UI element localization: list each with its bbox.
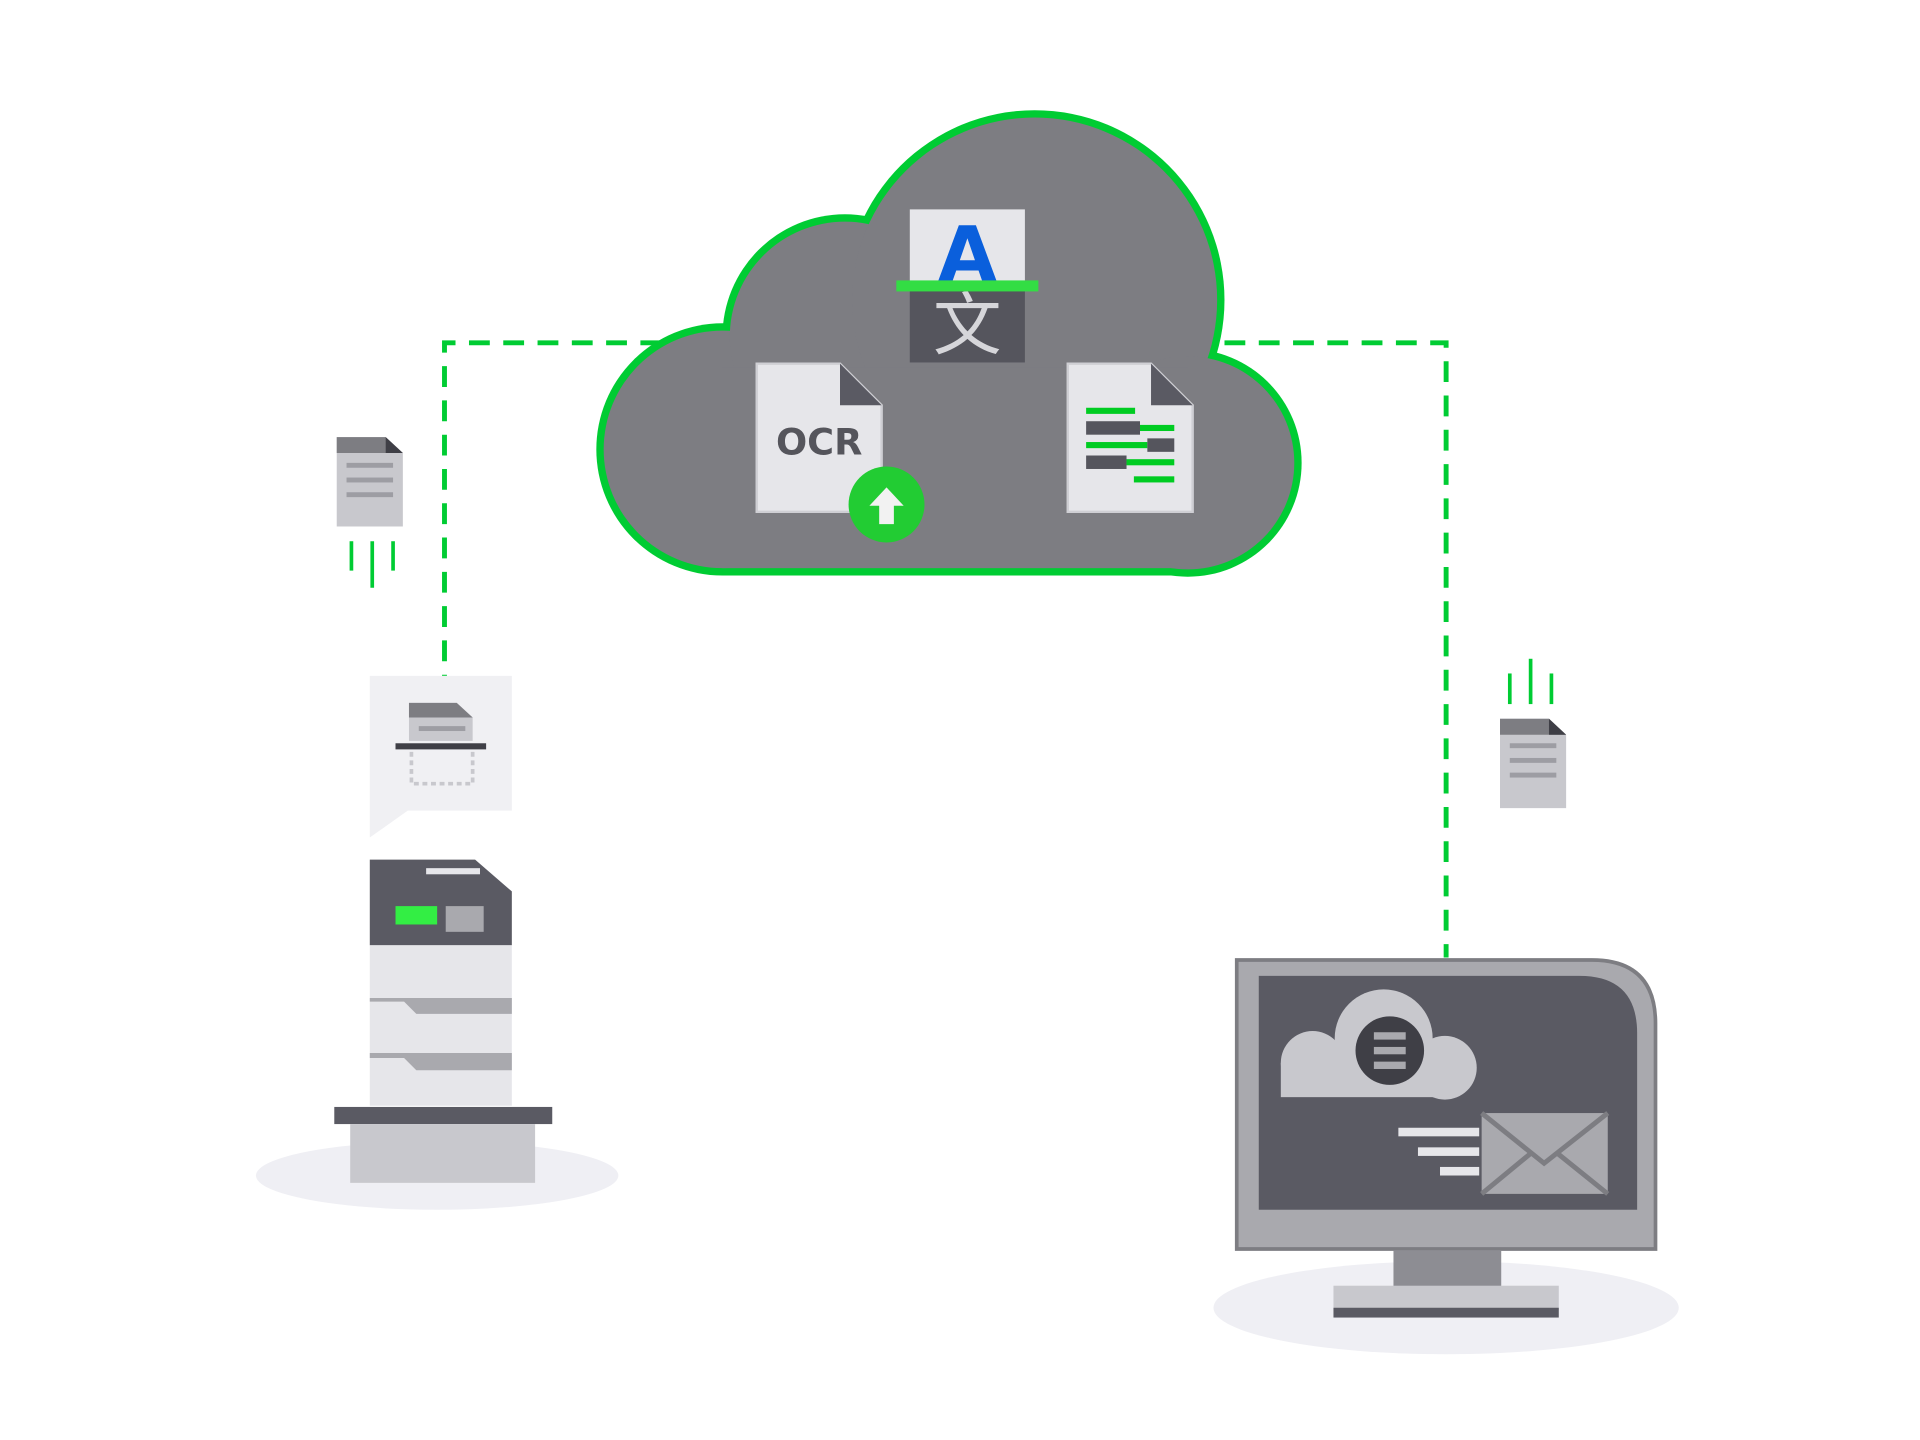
cloud-server-icon bbox=[1280, 989, 1477, 1100]
multifunction-printer-icon bbox=[255, 859, 619, 1210]
upload-arrow-icon bbox=[848, 466, 925, 543]
translate-icon: A 文 bbox=[896, 209, 1039, 366]
target-glyph: 文 bbox=[933, 286, 1002, 366]
email-envelope-icon bbox=[1398, 1111, 1610, 1196]
connection-line-left bbox=[442, 340, 662, 676]
outgoing-document-icon bbox=[336, 437, 403, 588]
incoming-document-icon bbox=[1500, 658, 1567, 809]
ocr-document-icon: OCR bbox=[755, 362, 925, 543]
formatted-text-document-icon bbox=[1066, 362, 1194, 514]
scan-tooltip bbox=[369, 675, 512, 838]
connection-line-right bbox=[1224, 340, 1449, 958]
ocr-label: OCR bbox=[776, 420, 862, 463]
desktop-monitor-icon bbox=[1213, 958, 1679, 1355]
